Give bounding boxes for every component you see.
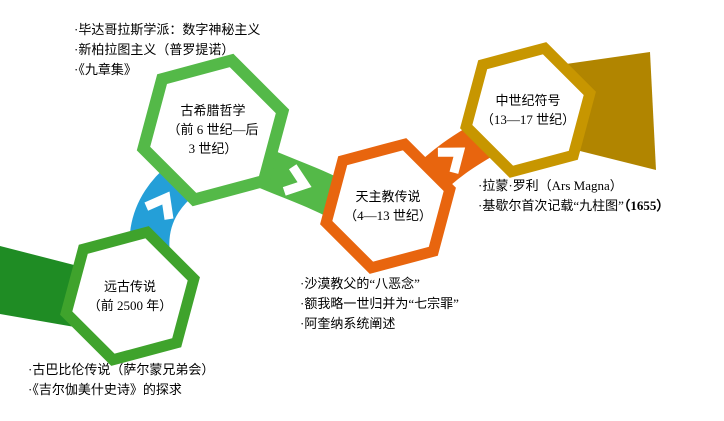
stage-period: 3 世纪） (188, 140, 238, 156)
stage-period: （前 2500 年） (87, 297, 173, 313)
stage-period: （13—17 世纪） (480, 111, 576, 127)
stage-title: 远古传说 (103, 279, 156, 294)
note-text: ·基歇尔首次记载“九柱图” (478, 198, 624, 214)
note-line: ·额我略一世归并为“七宗罪” (300, 296, 459, 312)
hexagon-medieval (460, 42, 596, 178)
notes-greek: ·毕达哥拉斯学派：数字神秘主义 ·新柏拉图主义（普罗提诺） ·《九章集》 (74, 20, 260, 80)
stage-label-catholic: 天主教传说 （4—13 世纪） (318, 188, 458, 226)
stage-title: 天主教传说 (355, 189, 421, 204)
stage-period: （4—13 世纪） (344, 207, 432, 223)
note-line: ·基歇尔首次记载“九柱图”（1655） (478, 196, 669, 216)
stage-title: 古希腊哲学 (180, 103, 246, 118)
stage-label-ancient: 远古传说 （前 2500 年） (65, 278, 195, 316)
note-line: ·毕达哥拉斯学派：数字神秘主义 (74, 22, 261, 37)
chevron-down-right-icon (282, 164, 312, 196)
stage-label-medieval: 中世纪符号 （13—17 世纪） (458, 92, 598, 130)
stage-period: （前 6 世纪—后 (167, 121, 259, 137)
stage-title: 中世纪符号 (495, 93, 561, 108)
note-line: ·《九章集》 (74, 62, 137, 78)
chevron-up-right-icon (144, 191, 174, 220)
notes-ancient: ·古巴比伦传说（萨尔蒙兄弟会） ·《吉尔伽美什史诗》的探求 (28, 360, 214, 400)
notes-medieval: ·拉蒙·罗利（Ars Magna） ·基歇尔首次记载“九柱图”（1655） (478, 176, 669, 216)
hexagon-greek (136, 53, 290, 207)
notes-catholic: ·沙漠教父的“八恶念” ·额我略一世归并为“七宗罪” ·阿奎纳系统阐述 (300, 274, 459, 334)
note-line: ·新柏拉图主义（普罗提诺） (74, 42, 235, 58)
note-line: ·《吉尔伽美什史诗》的探求 (28, 382, 182, 398)
note-year-bold: （1655） (623, 198, 670, 214)
note-line: ·沙漠教父的“八恶念” (300, 276, 420, 291)
stage-label-greek: 古希腊哲学 （前 6 世纪—后 3 世纪） (143, 102, 283, 159)
chevron-up-right-icon (437, 147, 466, 174)
note-line: ·古巴比伦传说（萨尔蒙兄弟会） (28, 362, 215, 377)
note-line: ·阿奎纳系统阐述 (300, 316, 396, 332)
hexagon-ancient (60, 226, 200, 366)
note-line: ·拉蒙·罗利（Ars Magna） (478, 178, 623, 193)
hexagon-catholic (320, 138, 456, 274)
